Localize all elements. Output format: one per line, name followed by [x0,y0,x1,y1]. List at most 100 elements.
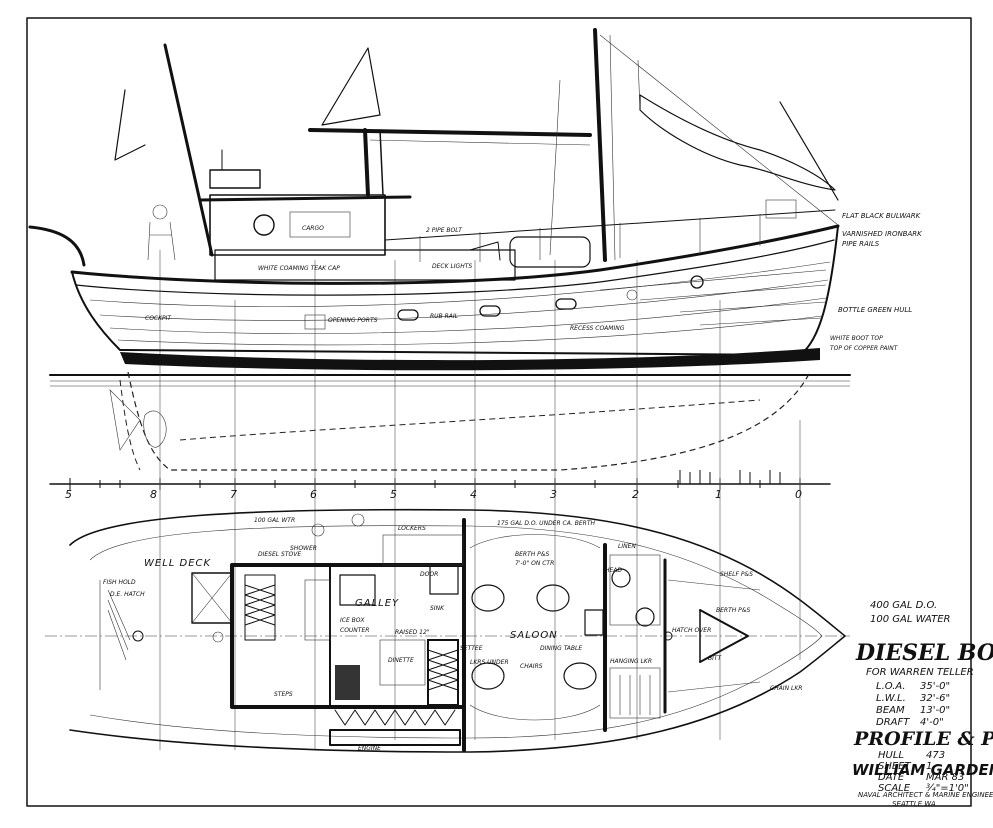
label-berth2: 7'-0" ON CTR [515,560,554,567]
label-fish-hold: FISH HOLD [103,579,136,586]
station-4: 4 [470,488,477,501]
berth-shelf-top [667,579,761,591]
label-lockers: LOCKERS [398,525,426,532]
sink-fixture [635,607,655,627]
station-1: 1 [715,488,722,501]
riding-sail [639,94,836,191]
hanging-locker-lines [619,675,651,715]
station-lines [159,250,801,750]
spec-lwl-value: 32'-6" [920,693,950,704]
note-cockpit: COCKPIT [145,315,172,322]
station-8: 8 [150,488,157,501]
label-raised: RAISED 12" [395,629,430,636]
label-berth-pes: BERTH P&S [716,607,750,614]
label-bitt: BITT [708,655,723,662]
chair-3 [471,662,505,690]
sternpost [119,379,141,471]
station-2: 2 [632,488,639,501]
profile-view: FLAT BLACK BULWARK VARNISHED IRONBARK PI… [28,28,923,750]
rub-rail [75,239,835,296]
stack-box [209,169,261,189]
client: FOR WARREN TELLER [866,667,974,678]
label-shower: SHOWER [290,545,317,552]
label-sink: SINK [430,605,445,612]
spec-draft-value: 4'-0" [920,717,944,728]
note-cargo: CARGO [302,225,324,232]
hull-topsides [71,225,839,356]
detail-scale-label: SCALE [878,783,911,794]
skylight [509,236,591,268]
port-3 [555,298,577,310]
stern-hatching [99,580,131,690]
label-saloon: SALOON [510,630,558,641]
designer-sub: NAVAL ARCHITECT & MARINE ENGINEER [858,791,993,799]
label-lazarette: D.E. HATCH [110,591,145,598]
port-1 [397,309,419,321]
note-trim: WHITE COAMING TEAK CAP [258,265,340,272]
note-ironbark2: PIPE RAILS [842,240,880,248]
vent-box [304,314,326,330]
mizzen-step [132,630,144,642]
spec-loa-value: 35'-0" [920,681,950,692]
note-copper: TOP OF COPPER PAINT [830,345,899,352]
spec-draft-label: DRAFT [876,717,910,728]
detail-hull-label: HULL [878,750,904,761]
spec-lwl-label: L.W.L. [876,693,906,704]
note-ironbark: VARNISHED IRONBARK [842,230,923,238]
trunk-cabin [214,249,516,281]
chair-1 [471,584,505,612]
spec-beam-label: BEAM [876,705,905,716]
label-chairs: CHAIRS [520,663,543,670]
stern-davit [28,225,86,267]
detail-hull-value: 473 [926,750,945,761]
label-settee: SETTEE [460,645,483,652]
label-icebox: ICE BOX [340,617,365,624]
label-head: HEAD [605,567,622,574]
deck-outline [69,508,846,753]
dinette-table [379,639,426,686]
station-6: 6 [310,488,317,501]
head-fixture [611,568,631,588]
station-ticks [69,470,801,490]
aft-hatch-cross [191,572,233,624]
head-compartment [609,554,661,626]
spec-beam-value: 13'-0" [920,705,950,716]
head-room [304,579,331,641]
propeller [143,410,167,448]
ventilator [469,241,501,261]
detail-date-value: MAR 83 [926,772,964,783]
lower-zigzag [334,709,456,726]
main-mast [593,28,607,262]
pilothouse-window [289,211,351,238]
deck-light-aft [351,513,365,527]
title: DIESEL BOAT [855,640,993,666]
sheet-border [26,17,972,807]
chair-2 [536,584,570,612]
spec-loa-label: L.O.A. [876,681,906,692]
hull-planking [89,261,831,346]
galley-sink [429,565,459,595]
station-0: 0 [795,488,802,501]
label-chain: CHAIN LKR [770,685,802,692]
deck-light-fwd [311,523,325,537]
flag-staff [637,59,641,111]
label-counter: COUNTER [340,627,369,634]
label-stove: DIESEL STOVE [258,551,301,558]
lockers-box [382,534,464,566]
detail-scale-value: ¾"=1'0" [926,783,969,794]
plan-view: WELL DECK GALLEY SALOON LOCKERS LINEN BE… [45,508,850,753]
bow-box [765,199,797,219]
pilothouse [209,194,386,256]
port-5 [626,289,638,301]
note-ports: OPENING PORTS [328,317,378,324]
saloon-cabinet [584,609,604,636]
label-well-deck: WELL DECK [144,558,212,569]
backstay [549,79,561,256]
keel-line [179,399,761,441]
boom [308,128,592,137]
designer-city: SEATTLE WA [892,800,936,808]
boot-top [120,348,820,371]
person-body [147,221,176,261]
label-water-tank: 100 GAL WTR [254,517,295,524]
